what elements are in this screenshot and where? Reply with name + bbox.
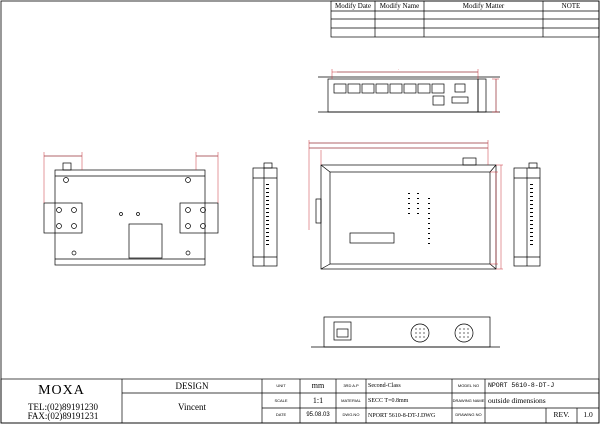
company-tel: TEL:(02)89191230 [28, 402, 98, 412]
drawing-no-label: DRAWING NO [455, 412, 482, 417]
projection-value: Second-Class [368, 383, 401, 389]
rev-col-note: NOTE [561, 2, 581, 10]
drawing-name-label: DRAWING NAME [452, 398, 485, 403]
company-fax: FAX:(02)89191231 [27, 411, 99, 421]
rev-value: 1.0 [583, 410, 593, 419]
model-value: NPORT 5610-8-DT-J [488, 382, 555, 389]
date-label: DATE [275, 412, 287, 417]
model-label: MODEL NO [457, 383, 480, 388]
dim-label-width: · [398, 67, 400, 72]
material-label: MATERIAL [341, 398, 361, 403]
design-label: DESIGN [175, 381, 209, 391]
dwg-label: DWG.NO [342, 412, 360, 417]
rev-col-modify-name: Modify Name [379, 2, 420, 10]
date-value: 95.08.03 [306, 412, 330, 418]
unit-value: mm [311, 381, 325, 390]
dwg-value: NPORT 5610-8-DT-J.DWG [368, 413, 436, 419]
scale-label: SCALE [274, 398, 288, 403]
scale-value: 1:1 [312, 396, 324, 405]
projection-label: 3RD A.P [343, 383, 359, 388]
rev-label: REV. [553, 410, 570, 419]
drawing-name-value: outside dimensions [488, 396, 546, 405]
rev-col-modify-matter: Modify Matter [462, 2, 505, 10]
material-value: SECC T=0.8mm [368, 398, 409, 404]
company-name: MOXA [38, 383, 85, 398]
unit-label: UNIT [276, 383, 286, 388]
designer-name: Vincent [178, 402, 206, 412]
rev-col-modify-date: Modify Date [335, 2, 371, 10]
